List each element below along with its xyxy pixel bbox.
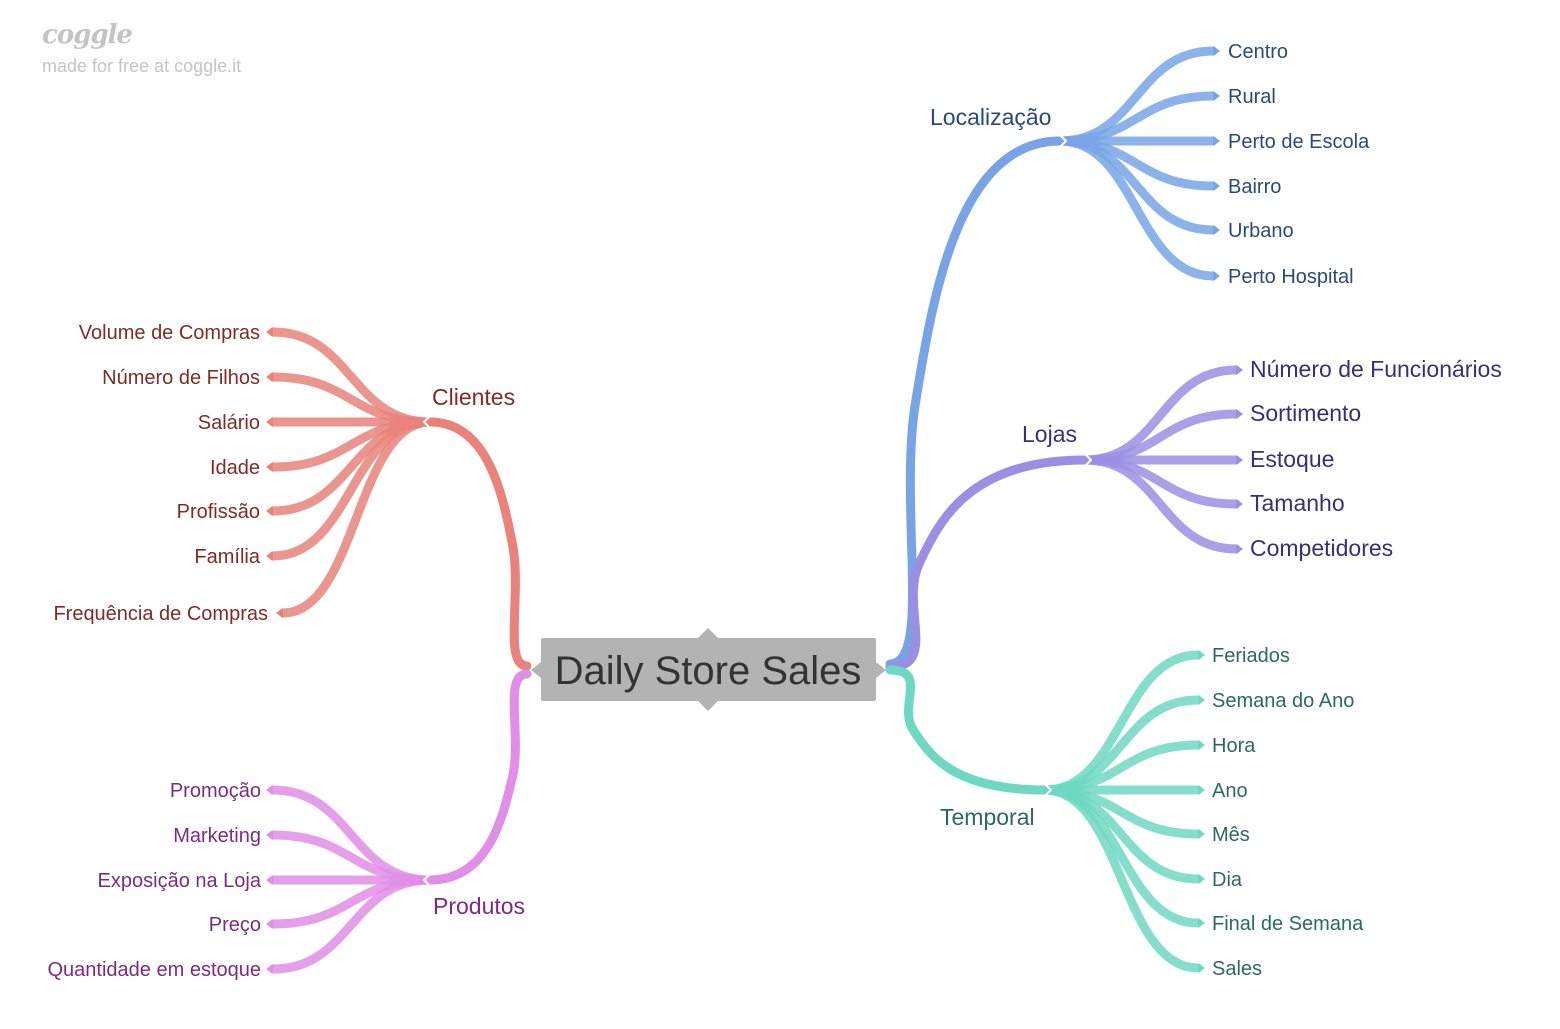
root-right-notch <box>876 662 886 678</box>
clientes-child-tip <box>266 551 273 561</box>
temporal-hub-marker <box>1044 783 1053 797</box>
temporal-child-tip <box>1198 740 1205 750</box>
root-box <box>541 638 876 701</box>
lojas-child-branch <box>1080 455 1241 554</box>
localizacao-child-branch <box>1055 136 1218 281</box>
clientes-child-label[interactable]: Volume de Compras <box>79 322 260 344</box>
temporal-child-tip <box>1198 874 1205 884</box>
produtos-child-tip <box>266 875 273 885</box>
localizacao-child-label[interactable]: Rural <box>1228 86 1276 108</box>
temporal-child-label[interactable]: Semana do Ano <box>1212 690 1354 712</box>
temporal-child-tip <box>1198 785 1205 795</box>
root-node[interactable]: Daily Store Sales <box>531 628 886 711</box>
lojas-child-tip <box>1236 455 1243 465</box>
localizacao-child-label[interactable]: Bairro <box>1228 176 1281 198</box>
clientes-child-label[interactable]: Número de Filhos <box>102 367 260 389</box>
lojas-child-tip <box>1236 409 1243 419</box>
watermark-tagline: made for free at coggle.it <box>42 56 242 76</box>
lojas-child-label[interactable]: Tamanho <box>1250 490 1345 516</box>
temporal-child-label[interactable]: Final de Semana <box>1212 913 1364 935</box>
localizacao-child-tip <box>1213 225 1220 235</box>
produtos-child-label[interactable]: Marketing <box>173 825 261 847</box>
produtos-child-tip <box>266 919 273 929</box>
temporal-child-label[interactable]: Mês <box>1212 824 1250 846</box>
temporal-child-tip <box>1198 963 1205 973</box>
root-label: Daily Store Sales <box>555 649 862 693</box>
localizacao-child-label[interactable]: Perto de Escola <box>1228 131 1370 153</box>
temporal-branch-label[interactable]: Temporal <box>940 804 1035 830</box>
clientes-child-label[interactable]: Frequência de Compras <box>53 603 268 625</box>
temporal-child-tip <box>1198 650 1205 660</box>
clientes-child-label[interactable]: Profissão <box>177 501 260 523</box>
temporal-child-tip <box>1198 829 1205 839</box>
clientes-child-label[interactable]: Salário <box>198 412 260 434</box>
clientes-child-label[interactable]: Idade <box>210 457 260 479</box>
clientes-child-tip <box>266 327 273 337</box>
clientes-child-tip <box>266 417 273 427</box>
produtos-child-label[interactable]: Quantidade em estoque <box>48 959 262 981</box>
produtos-main-branch <box>425 669 532 885</box>
clientes-child-branch <box>278 417 435 618</box>
temporal-child-label[interactable]: Dia <box>1212 869 1243 891</box>
temporal-child-label[interactable]: Hora <box>1212 735 1256 757</box>
temporal-child-label[interactable]: Sales <box>1212 958 1262 980</box>
lojas-branch-label[interactable]: Lojas <box>1022 421 1077 447</box>
lojas-child-label[interactable]: Competidores <box>1250 535 1393 561</box>
lojas-child-label[interactable]: Estoque <box>1250 446 1334 472</box>
clientes-child-tip <box>276 608 283 618</box>
clientes-child-label[interactable]: Família <box>194 546 260 568</box>
localizacao-child-label[interactable]: Centro <box>1228 41 1288 63</box>
lojas-child-label[interactable]: Sortimento <box>1250 400 1361 426</box>
lojas-child-label[interactable]: Número de Funcionários <box>1250 356 1502 382</box>
lojas-child-tip <box>1236 365 1243 375</box>
clientes-hub-marker <box>422 415 431 429</box>
localizacao-child-label[interactable]: Urbano <box>1228 220 1294 242</box>
clientes-branch-label[interactable]: Clientes <box>432 384 515 410</box>
watermark: coggle made for free at coggle.it <box>42 20 241 77</box>
lojas-main-branch <box>885 455 1090 672</box>
produtos-child-tip <box>266 785 273 795</box>
produtos-child-branch <box>268 875 435 974</box>
produtos-child-tip <box>266 964 273 974</box>
coggle-logo: coggle <box>42 20 133 50</box>
clientes-child-tip <box>266 506 273 516</box>
localizacao-child-tip <box>1213 271 1220 281</box>
localizacao-branch-label[interactable]: Localização <box>930 104 1051 130</box>
localizacao-child-tip <box>1213 181 1220 191</box>
produtos-child-label[interactable]: Preço <box>209 914 261 936</box>
produtos-child-label[interactable]: Promoção <box>170 780 261 802</box>
temporal-child-branch <box>1040 785 1203 973</box>
temporal-child-label[interactable]: Feriados <box>1212 645 1290 667</box>
produtos-hub-marker <box>422 873 431 887</box>
localizacao-hub-marker <box>1059 134 1068 148</box>
root-bottom-notch <box>698 701 718 711</box>
localizacao-child-tip <box>1213 136 1220 146</box>
clientes-child-tip <box>266 462 273 472</box>
lojas-hub-marker <box>1084 453 1093 467</box>
temporal-child-tip <box>1198 918 1205 928</box>
lojas-child-tip <box>1236 499 1243 509</box>
clientes-child-tip <box>266 372 273 382</box>
lojas-child-tip <box>1236 544 1243 554</box>
temporal-child-tip <box>1198 695 1205 705</box>
produtos-child-tip <box>266 830 273 840</box>
localizacao-child-tip <box>1213 91 1220 101</box>
temporal-child-label[interactable]: Ano <box>1212 780 1248 802</box>
localizacao-child-label[interactable]: Perto Hospital <box>1228 266 1354 288</box>
root-top-notch <box>698 628 718 638</box>
produtos-branch-label[interactable]: Produtos <box>433 893 525 919</box>
localizacao-child-tip <box>1213 46 1220 56</box>
produtos-child-label[interactable]: Exposição na Loja <box>98 870 262 892</box>
clientes-main-branch <box>425 417 532 671</box>
temporal-main-branch <box>885 665 1050 795</box>
root-left-notch <box>531 662 541 678</box>
